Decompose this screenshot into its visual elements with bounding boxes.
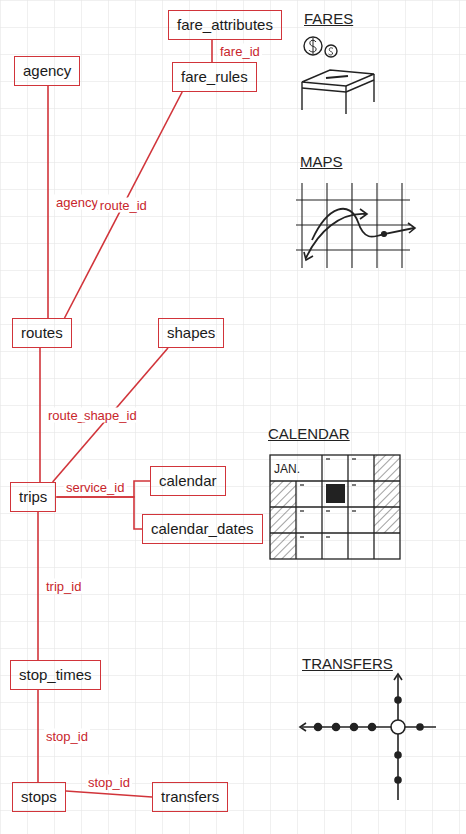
map-arrowhead [408,223,415,233]
map-arrowhead [304,252,313,260]
hatched-day [270,481,296,507]
relation-line [211,40,213,62]
key-label: route_id [98,198,149,213]
map-grid-line [296,199,410,200]
table-edge [302,88,346,92]
map-icon [296,183,415,268]
section-heading: FARES [304,10,353,28]
table-name: shapes [167,324,215,342]
map-grid-line [351,183,352,268]
map-arrowhead [360,209,367,219]
key-label: trip_id [44,579,83,594]
fares-icon [302,37,374,114]
hatched-day [270,533,296,559]
stop-dot [333,724,340,731]
table-edge [346,80,374,92]
table-name: agency [23,62,71,80]
relation-line [37,690,39,782]
section-heading: TRANSFERS [302,655,393,673]
table-name: stop_times [19,666,92,684]
table-box: routes [12,318,72,348]
day-ticks [300,459,356,537]
map-grid-line [401,183,402,268]
key-label: stop_id [44,729,90,744]
table-name: calendar [159,472,217,490]
map-route [312,209,414,240]
hatched-day [374,481,400,507]
table-leg [373,74,374,102]
section-heading: JAN. [274,460,300,478]
table-box: calendar_dates [142,514,263,544]
calendar-line [270,480,400,481]
table-box: fare_attributes [168,10,282,40]
stop-dot [395,697,401,703]
key-label: stop_id [86,775,132,790]
stop-dot [395,777,401,783]
transfers-icon [300,674,436,800]
hatched-day [374,507,400,533]
line-end [300,723,306,731]
table-name: fare_rules [181,68,248,86]
transfer-station [391,720,405,734]
table-leg [345,86,346,114]
selected-day [326,484,345,503]
table-box: stops [12,782,66,812]
table-box: agency [14,56,80,86]
hatched-day [374,455,400,481]
relation-line [66,791,152,797]
map-grid-line [301,183,302,268]
table-name: routes [21,324,63,342]
table-box: fare_rules [172,62,257,92]
stop-dot [417,724,423,730]
coin-mark [329,48,334,55]
line-end [394,674,402,680]
table-top [302,70,374,86]
map-grid-line [296,224,410,225]
coin [304,37,322,55]
calendar-line [270,506,400,507]
calendar-frame [270,455,400,559]
section-heading: MAPS [300,153,343,171]
table-box: calendar [150,466,226,496]
coin-slot [326,76,348,78]
relation-line [47,86,49,318]
table-box: trips [10,482,56,512]
relation-line [56,497,142,529]
map-stop [382,232,387,237]
calendar-line [295,481,296,559]
stop-dot [315,724,322,731]
coin [325,45,337,57]
stop-dot [369,724,376,731]
table-leg [301,82,302,110]
relation-line [37,512,39,660]
section-heading: CALENDAR [268,425,350,443]
table-name: fare_attributes [177,16,273,34]
map-grid-line [376,183,377,268]
map-grid-line [296,249,410,250]
calendar-icon [270,455,400,559]
table-box: transfers [152,782,228,812]
table-name: transfers [161,788,219,806]
table-box: shapes [158,318,224,348]
relation-line [39,348,41,482]
table-name: calendar_dates [151,520,254,538]
stop-dot [395,752,401,758]
table-name: stops [21,788,57,806]
key-label: shape_id [82,408,139,423]
key-label: service_id [64,480,127,495]
coin-mark [309,38,316,54]
hatched-day [270,507,296,533]
table-name: trips [19,488,47,506]
key-label: fare_id [218,44,262,59]
stop-dot [351,724,358,731]
calendar-line [270,532,400,533]
map-grid-line [326,183,327,268]
table-box: stop_times [10,660,101,690]
